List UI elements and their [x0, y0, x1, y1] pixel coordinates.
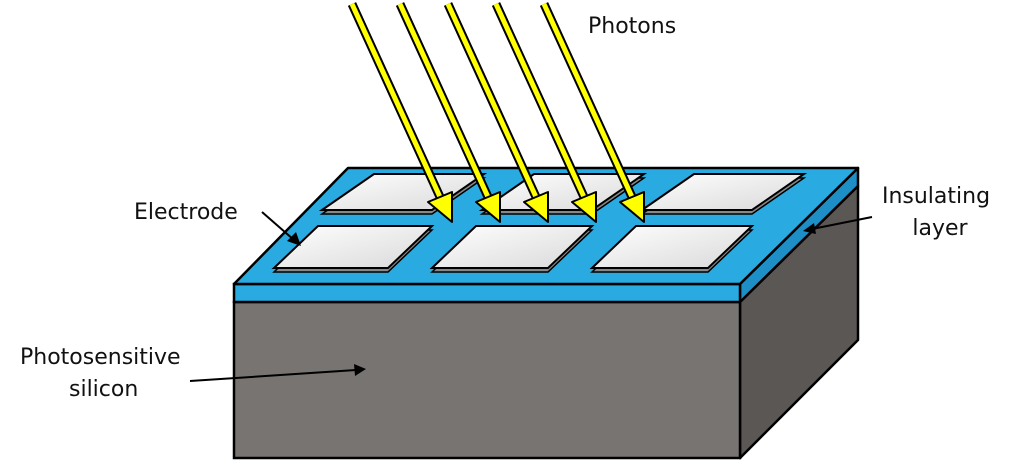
- electrode: [638, 173, 808, 215]
- electrode: [429, 225, 595, 273]
- insulating-layer-label-line2: layer: [912, 216, 968, 241]
- photosensitive-silicon-label-line2: silicon: [69, 377, 138, 402]
- insulating-layer-leader-arrow: [803, 216, 873, 234]
- electrode: [589, 225, 755, 273]
- photosensitive-silicon-label-line1: Photosensitive: [20, 345, 181, 370]
- photon-arrow: [539, 2, 645, 223]
- insulating-layer-front: [232, 282, 742, 304]
- electrode-label: Electrode: [134, 200, 238, 225]
- photons-label: Photons: [588, 14, 676, 39]
- leader-arrows: [189, 211, 873, 382]
- photon-arrow: [491, 2, 597, 223]
- photosensitive-silicon-block: [232, 184, 860, 460]
- electrode-leader-arrow: [261, 211, 301, 246]
- photon-arrows: [347, 2, 645, 223]
- silicon-leader-arrow: [189, 364, 366, 382]
- electrode-grid: [271, 173, 808, 273]
- photon-arrow: [443, 2, 549, 223]
- silicon-front-face: [232, 300, 742, 460]
- electrode: [271, 225, 435, 273]
- electrode: [478, 173, 648, 215]
- insulating-layer-label-line1: Insulating: [882, 184, 990, 209]
- photon-arrow: [395, 2, 501, 223]
- photon-arrow: [347, 2, 453, 223]
